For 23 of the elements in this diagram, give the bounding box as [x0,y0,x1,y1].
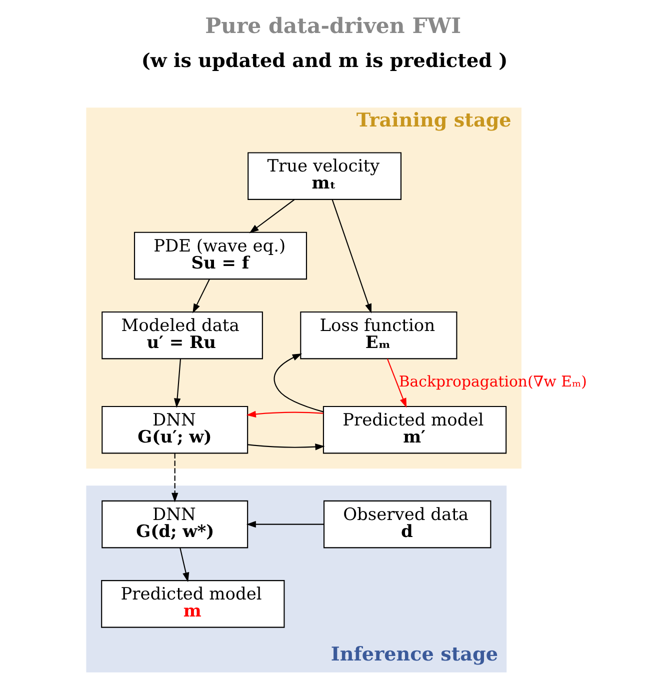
edge-label: Backpropagation(∇w Eₘ) [398,372,586,391]
node-box: Loss function Eₘ [300,311,457,360]
node-box: PDE (wave eq.) Su = f [133,232,307,280]
node-box: Predicted model m′ [322,406,506,454]
arrow [248,199,294,234]
label: (w is updated and m is predicted ) [140,49,508,72]
arrow [386,358,406,408]
arrow [247,444,324,450]
node-box: Observed data d [322,500,491,548]
diagram-title: Pure data-driven FWI [204,14,461,39]
arrow [171,453,178,502]
node-box: Predicted model m [100,580,284,628]
arrow [192,278,210,314]
node-box: Modeled data u′ = Ru [101,311,262,360]
arrow [246,520,324,528]
arrow [179,548,189,582]
arrow [246,410,323,418]
node-box: DNN G(d; w*) [101,500,248,548]
arrow [273,354,323,412]
arrow [173,358,181,408]
node-box: True velocity mₜ [247,152,401,200]
node-box: DNN G(u′; w) [101,406,248,454]
arrow [331,200,371,314]
